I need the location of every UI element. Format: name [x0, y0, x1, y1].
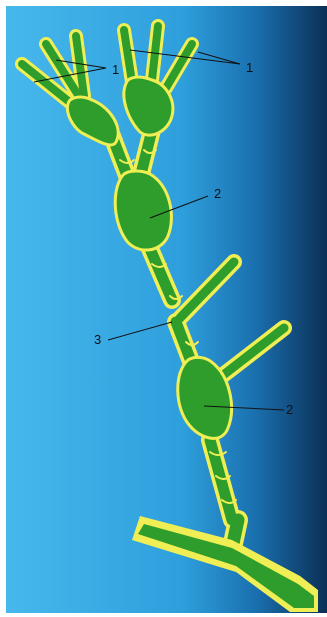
label-1-right: 1	[246, 60, 253, 75]
label-1-left: 1	[112, 62, 119, 77]
label-3: 3	[94, 332, 101, 347]
label-2-lower: 2	[286, 402, 293, 417]
label-2-upper: 2	[214, 186, 221, 201]
